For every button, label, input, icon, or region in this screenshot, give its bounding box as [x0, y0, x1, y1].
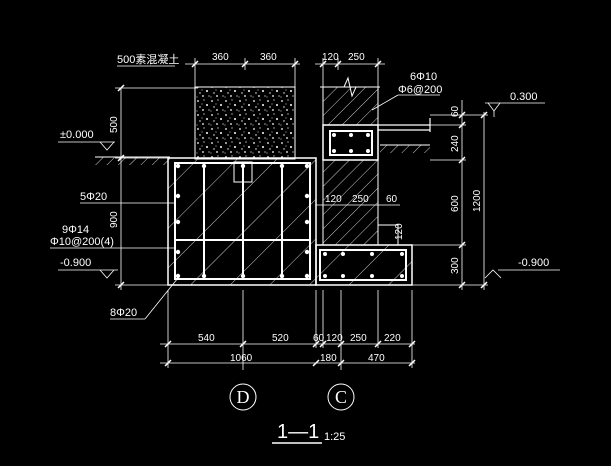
dim-top-b: 360 — [260, 52, 277, 63]
label-plinth: 500素混凝土 — [117, 52, 179, 66]
dim-bot-520: 520 — [272, 333, 289, 344]
dim-right-600: 600 — [450, 195, 461, 212]
axis-bubble-c — [327, 383, 355, 411]
dim-left-900: 900 — [109, 211, 120, 228]
dim-mid-60: 60 — [386, 194, 398, 205]
label-bar-side: 9Φ14 — [62, 224, 89, 236]
right-dimension-lines — [410, 100, 488, 290]
dim-right-1200: 1200 — [472, 189, 483, 212]
wall-upper — [322, 86, 379, 126]
elev-right-mark — [484, 269, 560, 279]
label-stirrup-main: Φ10@200(4) — [50, 236, 114, 248]
strip-bars — [323, 252, 404, 278]
main-bars — [175, 163, 310, 279]
left-dimension-lines — [115, 87, 198, 290]
dim-tot-180: 180 — [320, 353, 337, 364]
dim-right-240: 240 — [450, 135, 461, 152]
label-stirrup-right: 6Φ10 — [410, 71, 437, 83]
dim-mid-120v: 120 — [394, 223, 405, 240]
dim-bot-60: 60 — [313, 333, 325, 344]
bottom-dimension-ticks — [164, 340, 416, 367]
elev-right-text: -0.900 — [518, 257, 549, 269]
elev-ground-mark — [58, 141, 115, 151]
dim-mid-120: 120 — [325, 194, 342, 205]
dim-bot-540: 540 — [198, 333, 215, 344]
dim-top-d: 250 — [348, 52, 365, 63]
axis-bubble-d — [229, 383, 257, 411]
slab-bar — [378, 118, 431, 132]
dim-top-a: 360 — [212, 52, 229, 63]
dim-right-300: 300 — [450, 257, 461, 274]
dim-top-c: 120 — [322, 52, 339, 63]
label-bar-top: 5Φ20 — [80, 191, 107, 203]
elev-top-mark — [485, 102, 545, 117]
left-dimension-ticks — [117, 84, 125, 289]
label-bar-bottom: 8Φ20 — [110, 307, 137, 319]
elev-top-text: 0.300 — [510, 91, 538, 103]
label-stirrup-right-spacing: Φ6@200 — [398, 84, 442, 96]
break-line — [320, 76, 380, 98]
elev-ground-text: ±0.000 — [60, 129, 94, 141]
elev-left-text: -0.900 — [60, 257, 91, 269]
main-reinforcement — [174, 161, 311, 280]
right-dimension-ticks — [458, 111, 488, 289]
dim-bot-220: 220 — [384, 333, 401, 344]
wall-step — [377, 224, 399, 246]
strip-reinforcement — [319, 249, 407, 281]
drawing-scale: 1:25 — [324, 431, 345, 443]
dim-tot-1060: 1060 — [230, 353, 253, 364]
leader-stirrup-right — [371, 94, 399, 111]
top-dimension-ticks — [191, 60, 382, 68]
ground-hatch — [95, 145, 430, 165]
plinth-block — [194, 86, 296, 160]
axis-label-c: C — [335, 387, 347, 407]
dim-right-60: 60 — [450, 105, 461, 117]
ring-beam-bars — [332, 133, 370, 153]
dim-bot-120: 120 — [326, 333, 343, 344]
bottom-dimension-lines — [160, 290, 415, 370]
dim-mid-250: 250 — [352, 194, 369, 205]
ring-beam-stirrup — [329, 130, 373, 156]
dim-tot-470: 470 — [368, 353, 385, 364]
dim-bot-250: 250 — [350, 333, 367, 344]
dim-left-500: 500 — [109, 116, 120, 133]
elev-left-mark — [58, 269, 118, 279]
drawing-title: 1—1 — [277, 421, 319, 443]
axis-label-d: D — [237, 387, 250, 407]
strip-footing — [315, 244, 413, 286]
wall-lower — [322, 159, 379, 246]
leader-bar-bottom-2 — [144, 277, 179, 320]
